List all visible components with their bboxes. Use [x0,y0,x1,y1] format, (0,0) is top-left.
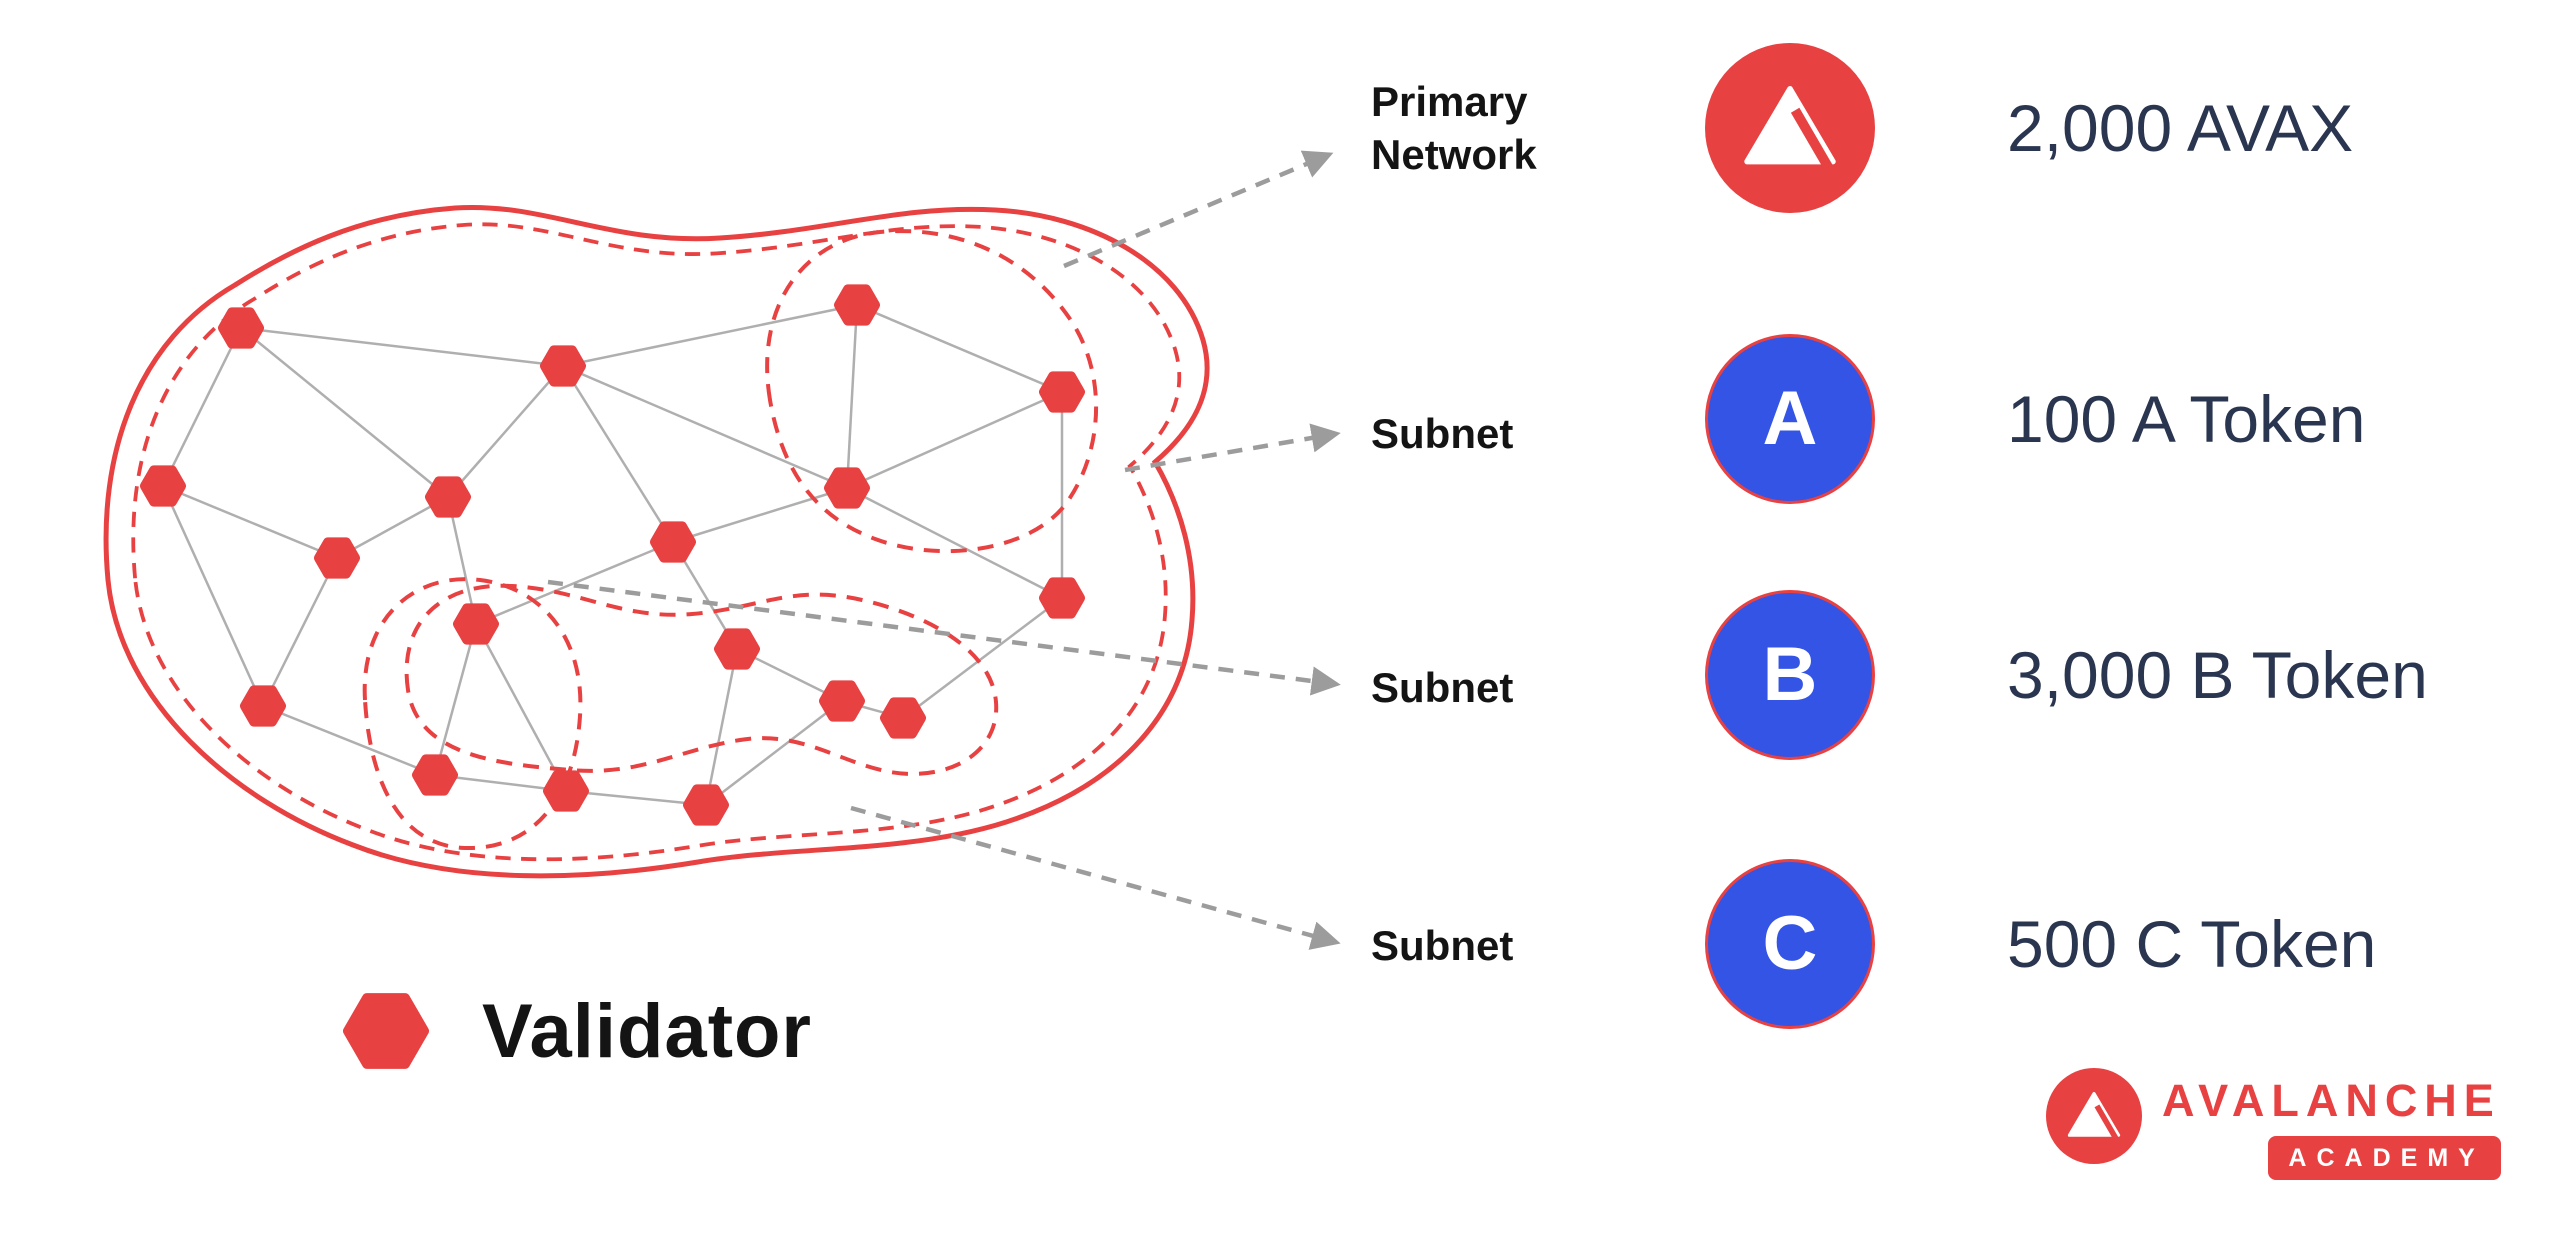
token-amount: 500 C Token [2007,907,2377,981]
arrow-subnet-1 [1124,423,1341,473]
network-edge [846,390,1063,490]
network-edge [902,597,1063,719]
primary-network-outline [103,204,1210,879]
validator-node-icon [425,476,471,518]
primary-network-dashed-outline [131,222,1182,862]
token-a-badge: A [1705,334,1875,504]
network-edge [240,326,564,368]
network-edge [475,540,674,626]
token-b-badge: B [1705,590,1875,760]
validator-node-icon [1039,371,1085,413]
brand-name: AVALANCHE [2162,1075,2501,1126]
subnet-outline-center [404,583,999,776]
academy-badge: ACADEMY [2268,1135,2501,1180]
token-row-a: A 100 A Token [1705,334,2365,504]
token-c-letter: C [1762,901,1818,986]
token-row-avax: 2,000 AVAX [1705,43,2353,213]
network-edge [262,704,436,777]
token-a-letter: A [1762,376,1818,461]
subnet-outline-top-right [765,229,1099,554]
validator-node-icon [140,465,186,507]
validator-node-icon [834,284,880,326]
validator-node-icon [1039,577,1085,619]
network-edge [336,495,449,560]
validator-node-icon [650,521,696,563]
validator-node-icon [819,680,865,722]
network-edge [856,303,1063,394]
network-edge [446,496,478,625]
validator-node-icon [714,628,760,670]
token-amount: 3,000 B Token [2007,638,2428,712]
network-edge [433,623,478,776]
network-edge [561,365,675,543]
validator-node-icon [880,697,926,739]
network-edge [672,486,848,544]
validator-node-icon [540,345,586,387]
primary-network-label: Primary Network [1371,78,1537,178]
arrow-subnet-2 [547,579,1341,696]
subnet-label-2: Subnet [1371,664,1514,711]
avalanche-academy-logo: AVALANCHE ACADEMY [2046,1068,2501,1180]
network-edge [162,484,338,560]
token-amount: 100 A Token [2007,382,2366,456]
network-edge [845,304,859,489]
avalanche-logo-icon [1744,86,1836,170]
arrow-primary-network [1063,150,1334,269]
validator-node-icon [314,537,360,579]
network-edge [474,623,568,792]
subnet-label-1: Subnet [1371,410,1514,457]
arrow-subnet-3 [850,805,1341,950]
validator-node-icon [240,685,286,727]
avalanche-brand-logo-icon [2046,1068,2142,1164]
subnet-label-3: Subnet [1371,922,1514,969]
network-edge [705,700,843,806]
network-edge [240,327,449,498]
validator-node-icon [824,467,870,509]
validator-node-icon [683,784,729,826]
token-b-letter: B [1762,632,1818,717]
validator-node-icon [543,770,589,812]
validator-legend: Validator [330,975,812,1087]
network-edge [562,303,858,368]
network-edge [562,364,848,490]
validator-node-icon [412,754,458,796]
network-edge [161,485,265,707]
token-amount: 2,000 AVAX [2007,91,2354,165]
network-edge [846,486,1063,600]
validator-nodes [140,284,1085,826]
network-edge [565,789,707,807]
subnet-outline-left [362,577,583,851]
network-edge [261,557,339,707]
network-edge [704,648,739,806]
validator-hexagon-icon [343,993,429,1069]
token-row-c: C 500 C Token [1705,859,2376,1029]
validator-label: Validator [482,988,812,1074]
callout-arrows [547,150,1341,950]
brand-text: AVALANCHE ACADEMY [2162,1068,2501,1180]
validator-node-icon [453,603,499,645]
network-edge [447,365,564,498]
network-edges [161,303,1064,807]
avax-token-badge [1705,43,1875,213]
token-row-b: B 3,000 B Token [1705,590,2428,760]
token-c-badge: C [1705,859,1875,1029]
network-edge [161,327,243,487]
validator-node-icon [218,307,264,349]
